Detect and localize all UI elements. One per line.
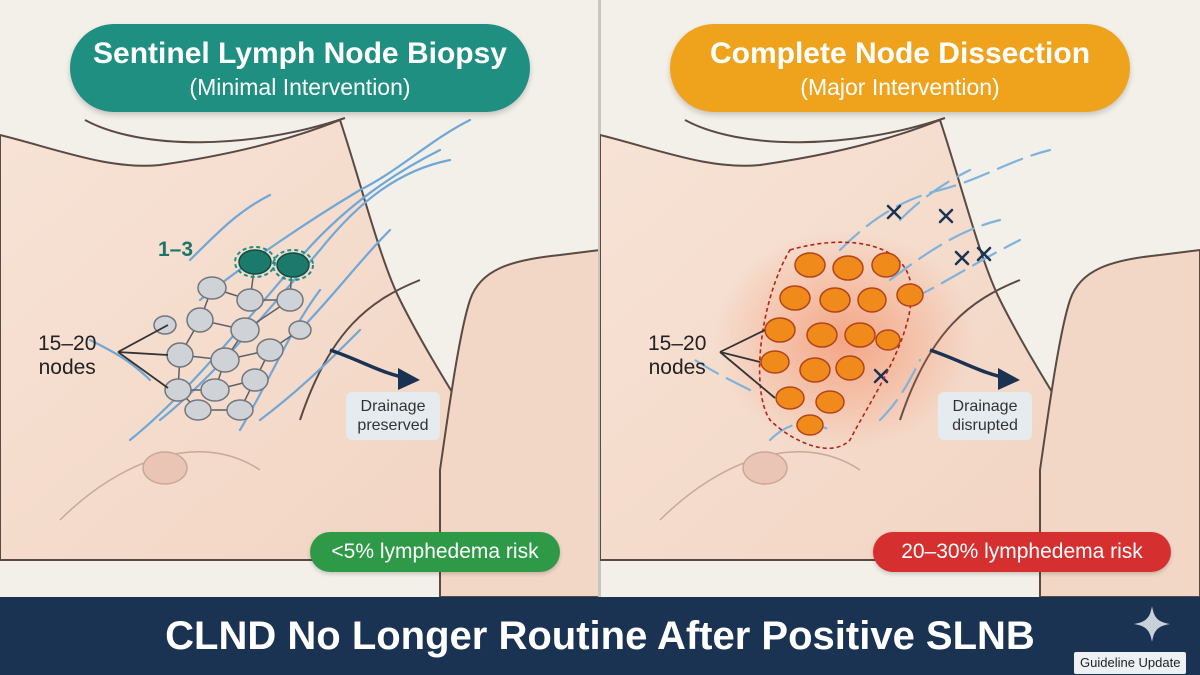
left-nodes-word: nodes — [38, 356, 96, 379]
cross-mark-icon — [873, 204, 992, 384]
nipple — [742, 451, 788, 485]
left-nodes-label: 15–20 nodes — [38, 332, 96, 380]
sentinel-nodes — [234, 246, 314, 281]
axilla-crease — [299, 279, 421, 421]
guideline-update-tag: Guideline Update — [1074, 652, 1187, 674]
sentinel-biopsy-title-pill: Sentinel Lymph Node Biopsy (Minimal Inte… — [70, 24, 530, 112]
drainage-preserved-line1: Drainage — [360, 398, 426, 415]
left-anatomy-illustration — [0, 117, 600, 597]
high-risk-badge: 20–30% lymphedema risk — [873, 532, 1171, 572]
right-nodes-word: nodes — [648, 356, 706, 379]
right-anatomy-illustration — [600, 117, 1200, 597]
nodes-label-pointers — [719, 329, 776, 399]
sparkle-icon — [1134, 606, 1170, 642]
node-dissection-title: Complete Node Dissection — [709, 37, 1091, 70]
node-dissection-title-pill: Complete Node Dissection (Major Interven… — [670, 24, 1130, 112]
nipple — [142, 451, 188, 485]
nodes-label-pointers — [117, 324, 169, 389]
node-dissection-panel: Complete Node Dissection (Major Interven… — [600, 0, 1200, 597]
drainage-disrupted-box: Drainage disrupted — [938, 392, 1032, 440]
drainage-disrupted-line1: Drainage — [952, 398, 1018, 415]
right-nodes-label: 15–20 nodes — [648, 332, 706, 380]
arm-silhouette — [1039, 248, 1200, 597]
node-dissection-subtitle: (Major Intervention) — [800, 74, 1000, 100]
bottom-banner: CLND No Longer Routine After Positive SL… — [0, 597, 1200, 675]
gray-lymph-nodes — [153, 276, 312, 421]
arrow-icon — [329, 348, 420, 390]
orange-lymph-nodes — [760, 252, 924, 436]
right-nodes-count: 15–20 — [648, 332, 707, 355]
sentinel-biopsy-title: Sentinel Lymph Node Biopsy — [93, 37, 507, 70]
shoulder-line — [84, 117, 346, 144]
arrow-icon — [929, 348, 1020, 390]
sentinel-biopsy-subtitle: (Minimal Intervention) — [189, 74, 411, 100]
banner-title: CLND No Longer Routine After Positive SL… — [165, 614, 1035, 658]
sentinel-biopsy-panel: Sentinel Lymph Node Biopsy (Minimal Inte… — [0, 0, 600, 597]
sentinel-count-label: 1–3 — [158, 238, 194, 261]
drainage-preserved-line2: preserved — [357, 417, 429, 434]
low-risk-badge: <5% lymphedema risk — [310, 532, 560, 572]
left-nodes-count: 15–20 — [38, 332, 97, 355]
arm-silhouette — [439, 248, 600, 597]
drainage-preserved-box: Drainage preserved — [346, 392, 440, 440]
drainage-disrupted-line2: disrupted — [952, 417, 1018, 434]
shoulder-line — [684, 117, 946, 144]
